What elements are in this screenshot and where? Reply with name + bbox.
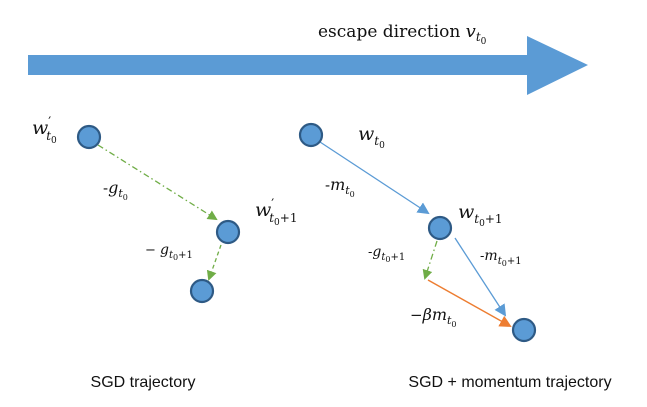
sgd-node-w1 [215, 219, 241, 245]
momentum-node-w2 [511, 317, 537, 343]
sgd-caption: SGD trajectory [91, 374, 196, 391]
momentum-m1-label: -mt0+1 [480, 248, 522, 268]
momentum-caption: SGD + momentum trajectory [408, 374, 611, 391]
sgd-g0-label: -gt0 [103, 178, 128, 202]
escape-direction-arrow [28, 36, 588, 95]
momentum-g1-label: -gt0+1 [368, 244, 405, 264]
gradient-step-arrow [422, 240, 438, 280]
momentum-w1-label: wt0+1 [458, 201, 503, 229]
escape-direction-label: escape direction vt0 [318, 21, 487, 47]
sgd-step-arrow-2 [206, 244, 222, 281]
beta-momentum-arrow [427, 279, 512, 327]
sgd-g1-label: − gt0+1 [145, 242, 193, 262]
sgd-w0-label: w′t0 [32, 115, 57, 146]
beta-momentum-label: −βmt0 [410, 305, 457, 329]
sgd-node-w2 [189, 278, 215, 304]
momentum-node-w0 [298, 122, 324, 148]
momentum-m0-label: -mt0 [325, 175, 355, 199]
momentum-w0-label: wt0 [358, 123, 385, 151]
momentum-step-arrow-2 [454, 237, 507, 317]
sgd-w1-label: w′t0+1 [255, 197, 297, 228]
sgd-node-w0 [76, 124, 102, 150]
sgd-step-arrow-1 [97, 144, 218, 221]
momentum-step-arrow-1 [319, 141, 430, 215]
momentum-node-w1 [427, 215, 453, 241]
